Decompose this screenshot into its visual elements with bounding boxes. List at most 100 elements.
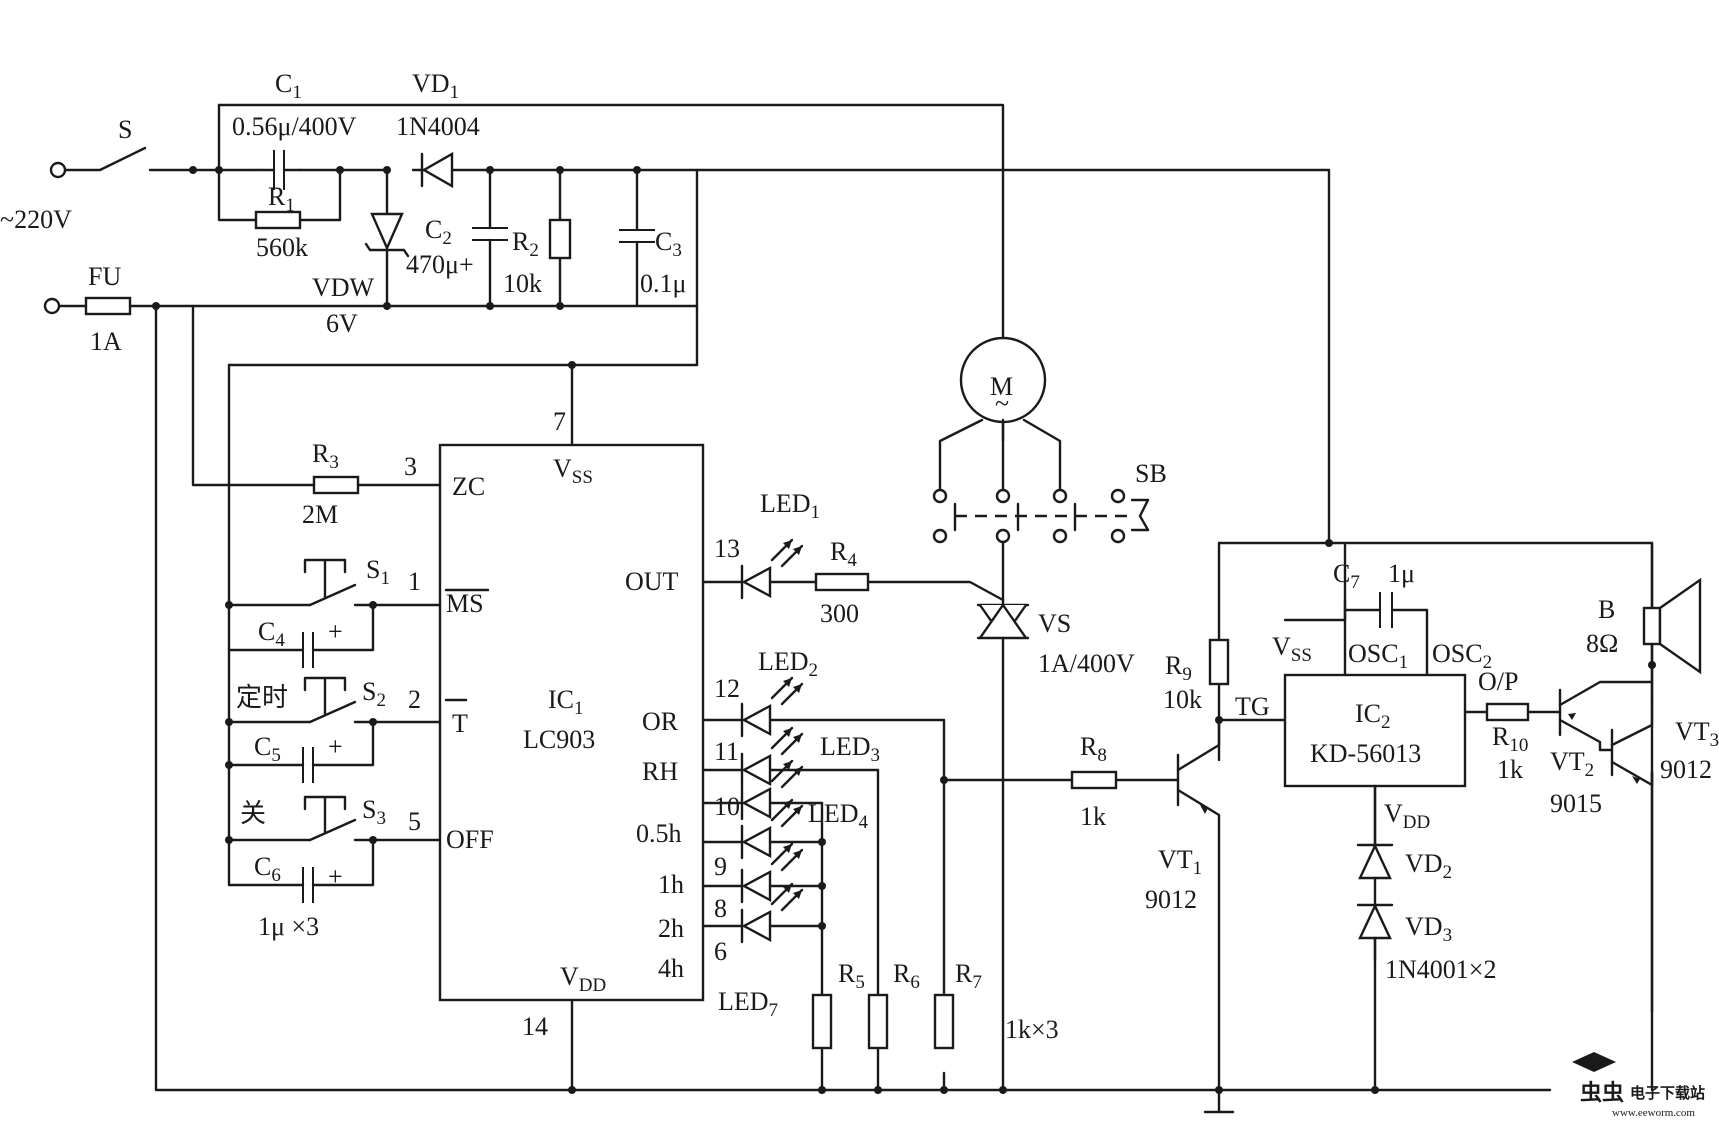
label-m-tilde: ~ xyxy=(995,389,1009,418)
resistor-r9 xyxy=(1208,638,1230,686)
label-r4: R4 xyxy=(830,537,857,571)
label-s: S xyxy=(118,115,132,144)
label-c7: C7 xyxy=(1333,559,1360,593)
resistor-r2 xyxy=(548,218,572,260)
watermark-logo: 虫虫 xyxy=(1580,1080,1624,1105)
label-vd1: VD1 xyxy=(412,69,459,103)
ic1-out: OUT xyxy=(625,567,679,596)
label-s1: S1 xyxy=(366,555,390,589)
label-fu-val: 1A xyxy=(90,327,122,356)
label-r6: R6 xyxy=(893,959,920,993)
ic1-off: OFF xyxy=(446,825,494,854)
graduation-cap-icon xyxy=(1572,1052,1616,1072)
led-6 xyxy=(740,842,804,904)
led-3 xyxy=(740,726,804,788)
ic1-ms: MS xyxy=(446,589,484,618)
label-vt2-val: 9015 xyxy=(1550,789,1602,818)
ic1-pin-5: 5 xyxy=(408,807,421,836)
label-m: M xyxy=(990,372,1013,401)
label-vt1: VT1 xyxy=(1158,845,1202,879)
ic1-name: IC1 xyxy=(548,685,584,719)
label-c4: C4 xyxy=(258,617,285,651)
transistor-vt2 xyxy=(1558,680,1654,752)
label-r10: R10 xyxy=(1492,722,1528,756)
label-ic2-val: KD-56013 xyxy=(1310,739,1421,768)
input-terminals xyxy=(43,146,147,315)
ic1-pin-1: 1 xyxy=(408,567,421,596)
label-r1: R1 xyxy=(268,182,295,216)
ic1-t: T xyxy=(452,709,468,738)
junctions xyxy=(152,166,1656,1094)
label-s3: S3 xyxy=(362,795,386,829)
resistor-r5 xyxy=(811,993,833,1050)
plus-c5: + xyxy=(328,732,343,761)
label-r10-val: 1k xyxy=(1497,755,1523,784)
label-vdw: VDW xyxy=(312,273,375,302)
resistor-r10 xyxy=(1485,702,1530,722)
ic1-vdd: VDD xyxy=(560,962,606,996)
capacitor-c6 xyxy=(302,867,314,903)
label-led4: LED4 xyxy=(808,799,869,833)
label-led7: LED7 xyxy=(718,987,778,1021)
ic1-pin-8: 8 xyxy=(714,894,727,923)
resistor-r1 xyxy=(254,210,302,230)
label-c1: C1 xyxy=(275,69,302,103)
label-c3: C3 xyxy=(655,227,682,261)
capacitor-c3 xyxy=(619,229,655,243)
label-vd3: VD3 xyxy=(1405,912,1452,946)
ic2-osc2: OSC2 xyxy=(1432,639,1492,673)
label-r9: R9 xyxy=(1165,651,1192,685)
label-r2: R2 xyxy=(512,227,539,261)
ic1-pin-14: 14 xyxy=(522,1012,548,1041)
led-4 xyxy=(740,759,804,821)
label-s2: S2 xyxy=(362,677,386,711)
ic1-2h: 2h xyxy=(658,914,684,943)
label-b: B xyxy=(1598,595,1615,624)
resistor-r8 xyxy=(1070,770,1118,790)
labels: S ~220V FU 1A C1 0.56μ/400V VD1 1N4004 R… xyxy=(0,69,1719,1044)
label-r1-val: 560k xyxy=(256,233,308,262)
label-led3: LED3 xyxy=(820,732,880,766)
label-vt3-val: 9012 xyxy=(1660,755,1712,784)
ic1-or: OR xyxy=(642,707,679,736)
ic2-tg: TG xyxy=(1235,692,1270,721)
label-b-val: 8Ω xyxy=(1586,629,1618,658)
label-c2-val: 470μ+ xyxy=(406,250,474,279)
motor-m xyxy=(932,336,1150,562)
triac-vs xyxy=(976,558,1030,662)
transistor-vt1 xyxy=(1176,718,1221,832)
ic2-vss: VSS xyxy=(1272,632,1312,666)
led-5 xyxy=(740,798,804,860)
watermark-url: www.eeworm.com xyxy=(1612,1107,1695,1119)
ic2-op: O/P xyxy=(1478,667,1518,696)
plus-c6: + xyxy=(328,862,343,891)
label-c2: C2 xyxy=(425,215,452,249)
push-switch-s2 xyxy=(303,676,357,724)
label-vd2: VD2 xyxy=(1405,849,1452,883)
diode-vd3 xyxy=(1356,876,1394,962)
label-c1-val: 0.56μ/400V xyxy=(232,112,357,141)
label-r8: R8 xyxy=(1080,732,1107,766)
label-sb: SB xyxy=(1135,459,1167,488)
label-ic2: IC2 xyxy=(1355,699,1391,733)
label-r567-val: 1k×3 xyxy=(1005,1015,1059,1044)
zener-vdw xyxy=(364,212,410,258)
capacitor-c5 xyxy=(302,747,314,783)
label-vdw-val: 6V xyxy=(326,309,358,338)
ic2-kd56013 xyxy=(1283,673,1467,788)
label-c6: C6 xyxy=(254,852,281,886)
resistor-r3 xyxy=(312,475,360,495)
label-vt1-val: 9012 xyxy=(1145,885,1197,914)
led-1 xyxy=(740,538,804,600)
capacitor-c7 xyxy=(1379,592,1393,628)
resistor-r4 xyxy=(814,572,870,592)
label-c5: C5 xyxy=(254,732,281,766)
watermark-brand: 电子下载站 xyxy=(1630,1084,1705,1102)
label-c7-val: 1μ xyxy=(1388,559,1415,588)
label-s3-cn: 关 xyxy=(240,799,266,828)
label-vd1-val: 1N4004 xyxy=(396,112,480,141)
resistor-r6 xyxy=(867,993,889,1050)
label-vt3: VT3 xyxy=(1675,717,1719,751)
ic1-pin-9: 9 xyxy=(714,852,727,881)
